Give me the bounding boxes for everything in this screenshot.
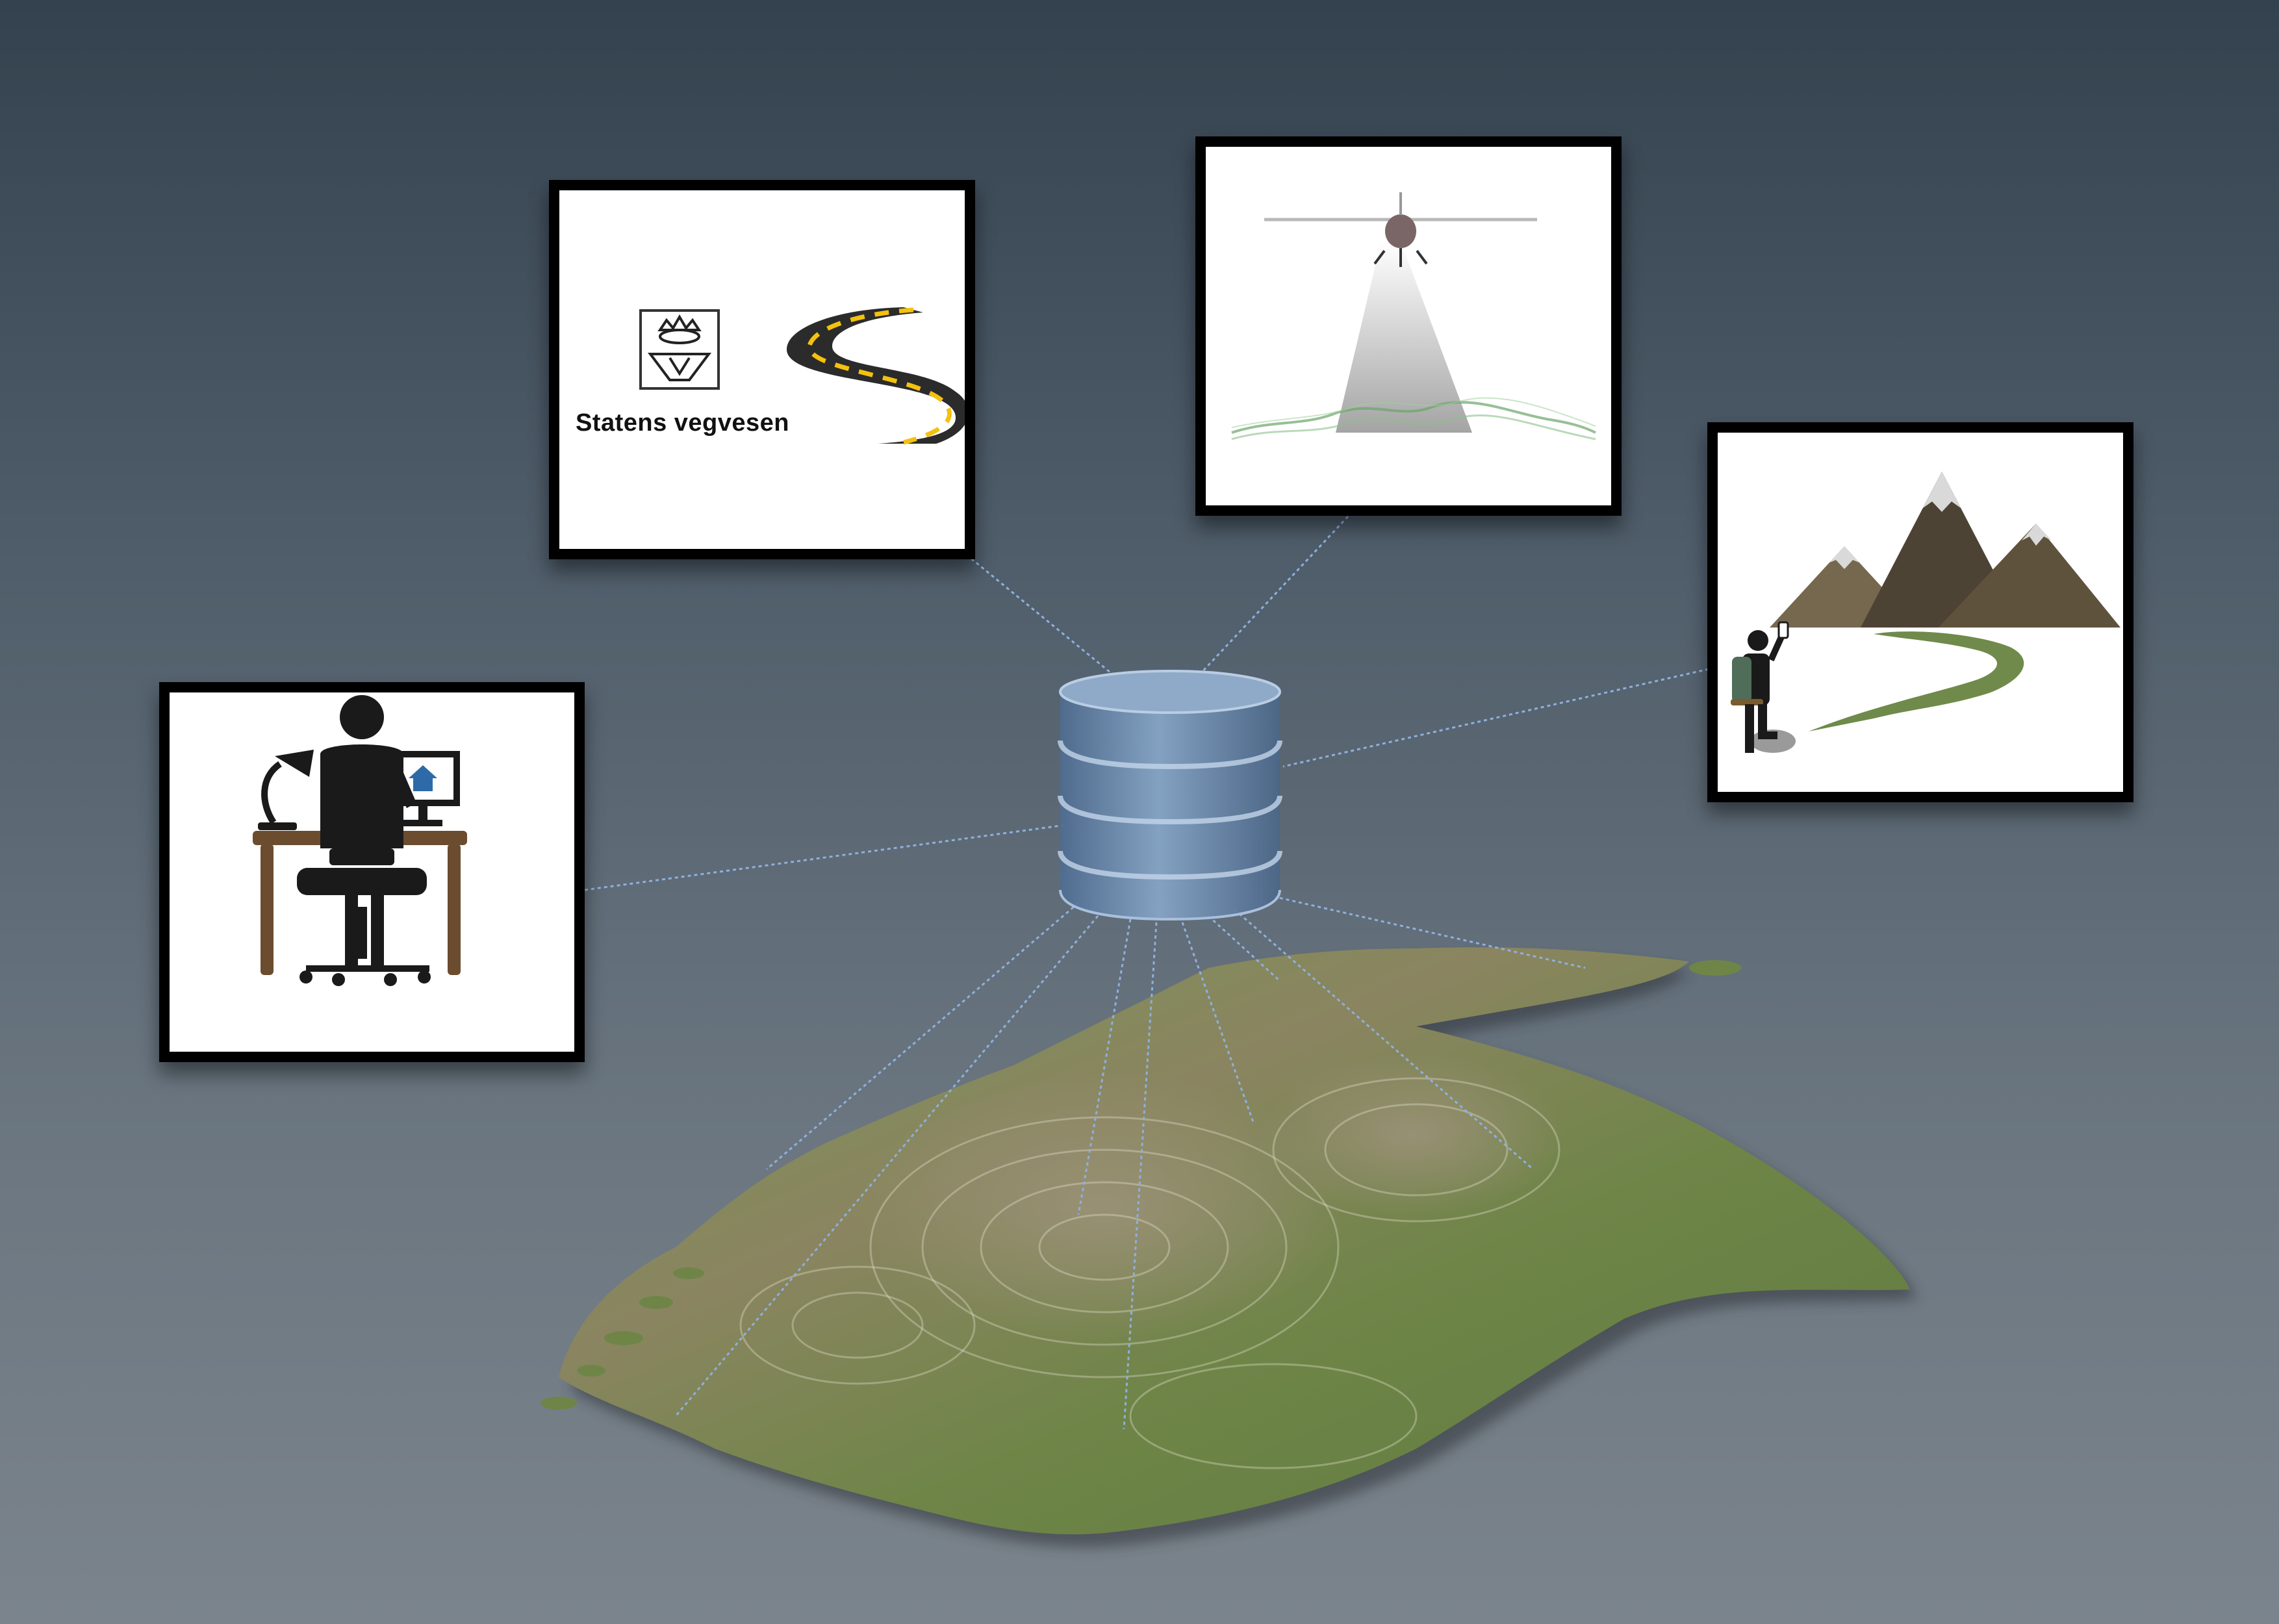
hiker-head <box>1748 630 1768 651</box>
plane-fuselage <box>1385 214 1416 248</box>
panel-office-worker <box>159 682 585 1062</box>
panel-statens-vegvesen: Statens vegvesen <box>549 180 975 559</box>
connector-lines <box>584 515 1709 1430</box>
terrain-highlands-east <box>1260 1052 1598 1234</box>
connector-office <box>584 824 1066 891</box>
connector-map-6 <box>1207 915 1281 982</box>
connector-map-3 <box>1077 919 1132 1215</box>
database-ring-1 <box>1058 740 1282 770</box>
phone-icon <box>1777 621 1789 639</box>
road-icon <box>787 307 965 444</box>
backpack <box>1732 657 1751 702</box>
point-cloud <box>1231 401 1596 434</box>
database-top <box>1059 670 1281 714</box>
connector-map-4 <box>1123 922 1158 1430</box>
statens-vegvesen-label: Statens vegvesen <box>575 409 790 437</box>
connector-hiker <box>1282 668 1709 768</box>
coastal-islands <box>541 960 1741 1410</box>
office-worker-icon <box>253 695 467 986</box>
database-ring-2 <box>1058 795 1282 825</box>
panel-hiker-mountains <box>1707 422 2133 802</box>
airborne-lidar-plane-icon <box>1231 192 1596 440</box>
statens-vegvesen-logo <box>639 307 965 445</box>
connector-map-7 <box>1234 908 1534 1171</box>
hiker-mountains-icon <box>1731 472 2120 753</box>
laser-beam <box>1336 241 1472 433</box>
house-icon <box>409 765 437 791</box>
connector-map-5 <box>1181 922 1255 1124</box>
connector-map-2 <box>674 915 1099 1417</box>
contour-lines <box>739 1077 1560 1469</box>
terrain-map <box>541 947 1916 1547</box>
connector-roads <box>971 557 1115 677</box>
database-ring-3 <box>1058 850 1282 880</box>
crown-icon <box>657 314 702 331</box>
connector-map-8 <box>1273 895 1586 969</box>
database-icon <box>1058 670 1282 921</box>
database-body <box>1060 692 1280 919</box>
trail <box>1809 631 2024 731</box>
panel-airborne-lidar <box>1195 136 1622 516</box>
connector-lidar <box>1197 515 1349 677</box>
database-bottom-edge <box>1059 889 1281 921</box>
mountain-right <box>1939 524 2120 628</box>
